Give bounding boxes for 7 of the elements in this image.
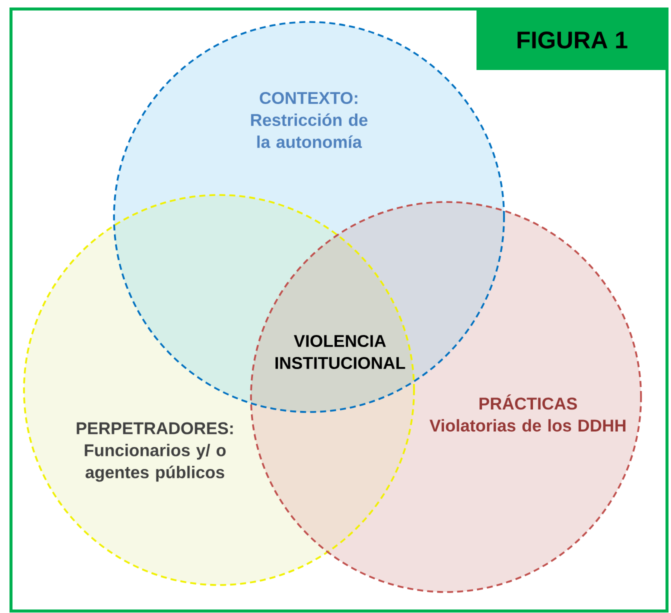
- center-label: VIOLENCIA INSTITUCIONAL: [276, 334, 406, 370]
- venn-circle: [250, 201, 642, 593]
- circle-label: PERPETRADORES: Funcionarios y/ o agentes públicos: [76, 422, 233, 482]
- circle-label: PRÁCTICAS Violatorias de los DDHH: [430, 394, 626, 432]
- title-banner: FIGURA 1: [476, 10, 668, 70]
- venn-circle: [23, 194, 415, 586]
- circle-label: CONTEXTO: Restricción de la autonomía: [251, 92, 368, 148]
